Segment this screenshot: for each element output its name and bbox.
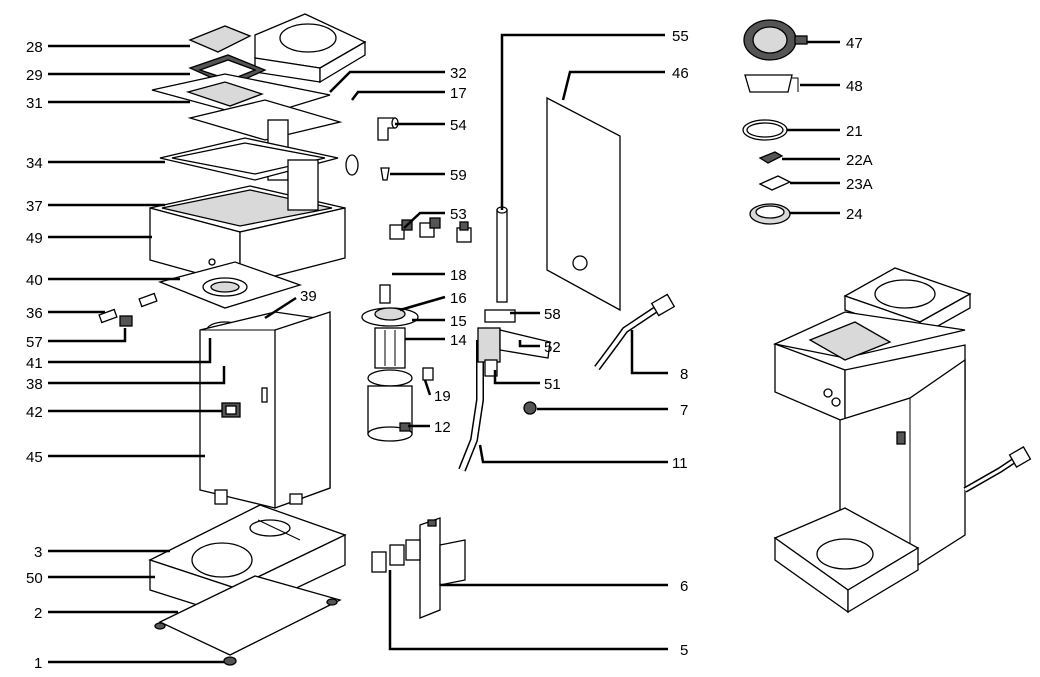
part-number-labels: 28 29 31 34 37 49 40 36 57 41 38 42 45 3…	[26, 28, 873, 672]
spray-head-part-24	[749, 203, 791, 225]
hose-part-17	[344, 93, 381, 285]
label-12: 12	[434, 419, 451, 436]
funnel-part-47	[743, 19, 808, 61]
label-39: 39	[300, 288, 317, 305]
label-28: 28	[26, 39, 43, 56]
fitting-part-19	[422, 367, 434, 381]
label-36: 36	[26, 305, 43, 322]
label-48: 48	[846, 78, 863, 95]
grommet-part-7	[523, 401, 537, 415]
nozzle-part-59	[380, 167, 390, 181]
label-2: 2	[34, 605, 42, 622]
label-3: 3	[34, 544, 42, 561]
label-47: 47	[846, 35, 863, 52]
part-23a	[758, 175, 792, 191]
label-53: 53	[450, 206, 467, 223]
label-22a: 22A	[846, 152, 873, 169]
tube-part-55	[496, 206, 508, 303]
bracket-part-5	[371, 539, 421, 573]
label-40: 40	[26, 272, 43, 289]
warmer-plate-top	[254, 13, 367, 84]
body-housing-part-45	[199, 311, 331, 509]
label-24: 24	[846, 206, 863, 223]
label-51: 51	[544, 376, 561, 393]
base-connectors	[214, 489, 303, 505]
bracket-part-6	[419, 517, 466, 619]
label-21: 21	[846, 123, 863, 140]
gasket-part-21	[742, 119, 788, 141]
switch-part-42	[221, 402, 241, 418]
tank-box-part-49	[149, 159, 346, 286]
label-14: 14	[450, 332, 467, 349]
label-37: 37	[26, 198, 43, 215]
label-54: 54	[450, 117, 467, 134]
label-16: 16	[450, 290, 467, 307]
leader-lines	[48, 33, 840, 664]
label-15: 15	[450, 313, 467, 330]
back-panel-part-46	[546, 96, 621, 312]
label-42: 42	[26, 404, 43, 421]
label-6: 6	[680, 578, 688, 595]
label-59: 59	[450, 167, 467, 184]
mount-plate-part-40	[157, 261, 303, 309]
label-18: 18	[450, 267, 467, 284]
bottom-plate-part-2	[154, 575, 342, 656]
label-46: 46	[672, 65, 689, 82]
hose-part-11	[458, 340, 484, 472]
label-41: 41	[26, 355, 43, 372]
assembled-brewer	[772, 267, 1032, 614]
label-29: 29	[26, 67, 43, 84]
label-38: 38	[26, 376, 43, 393]
foot-part-1	[223, 656, 237, 666]
label-23a: 23A	[846, 176, 873, 193]
brew-basket-part-48	[744, 74, 799, 93]
label-5: 5	[680, 642, 688, 659]
part-22a	[758, 151, 784, 164]
power-cord-part-8	[594, 293, 676, 371]
label-17: 17	[450, 85, 467, 102]
label-57: 57	[26, 334, 43, 351]
label-31: 31	[26, 95, 43, 112]
label-11: 11	[672, 455, 688, 472]
label-8: 8	[680, 366, 688, 383]
heater-tank-assembly	[361, 284, 419, 442]
label-49: 49	[26, 230, 43, 247]
label-19: 19	[434, 388, 451, 405]
label-1: 1	[34, 655, 42, 672]
label-55: 55	[672, 28, 689, 45]
label-34: 34	[26, 155, 43, 172]
lid-part-28	[188, 25, 252, 53]
label-52: 52	[544, 339, 561, 356]
fittings-part-36-57	[98, 292, 158, 327]
label-58: 58	[544, 306, 561, 323]
label-50: 50	[26, 570, 43, 587]
solenoid-valve-assembly	[477, 309, 551, 377]
label-7: 7	[680, 402, 688, 419]
label-45: 45	[26, 449, 43, 466]
elbow-part-54	[377, 117, 399, 141]
label-32: 32	[450, 65, 467, 82]
